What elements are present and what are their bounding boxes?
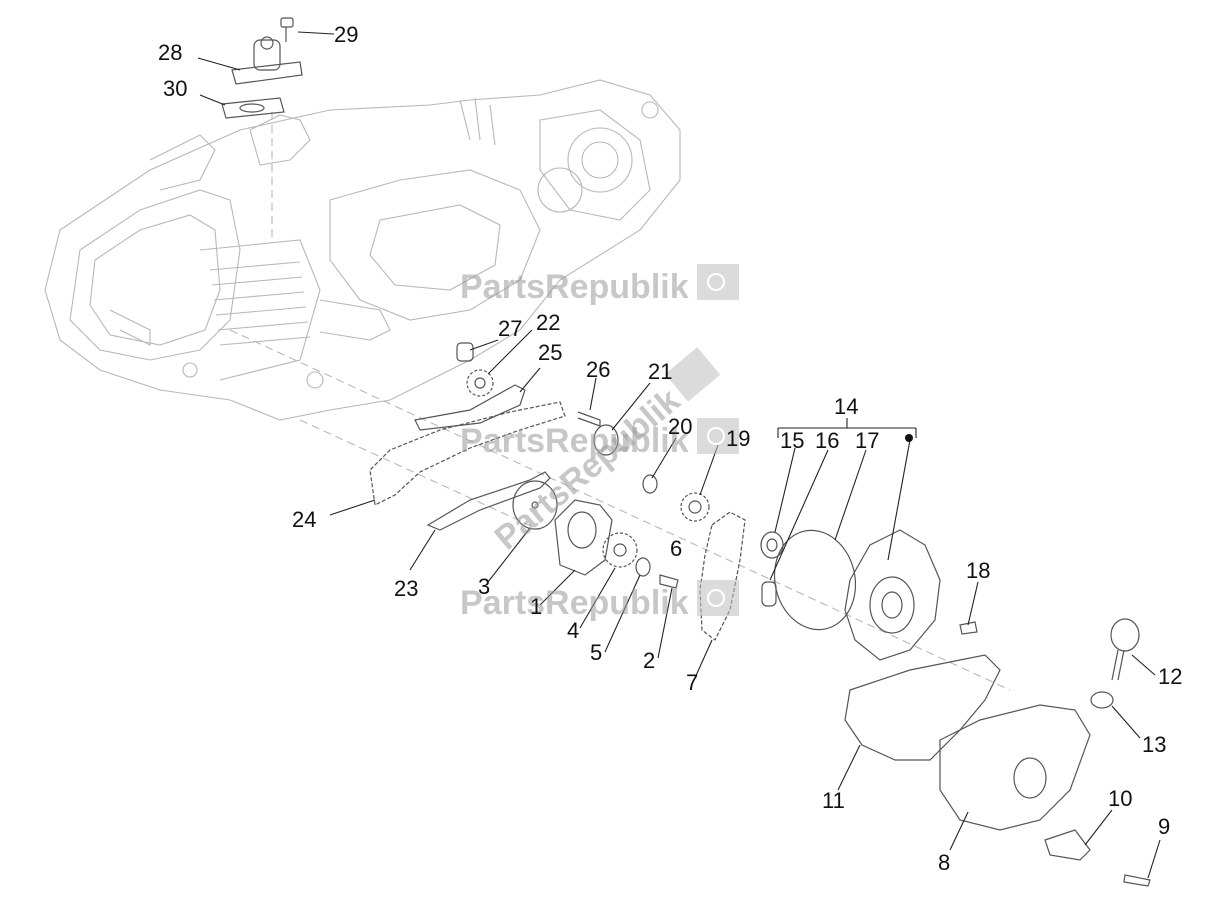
part-3-pump-plate — [512, 480, 558, 530]
watermark-4: PartsRepublik — [460, 580, 739, 622]
part-18-bolt — [959, 621, 978, 635]
callout-27: 27 — [498, 316, 522, 341]
gear-flag-icon — [697, 264, 739, 300]
part-12-dipstick — [1110, 618, 1140, 681]
watermark-text: PartsRepublik — [460, 584, 689, 622]
part-5-washer — [635, 557, 651, 577]
callout-19: 19 — [726, 426, 750, 451]
callout-10: 10 — [1108, 786, 1132, 811]
callout-26: 26 — [586, 357, 610, 382]
part-25-chain-guide-upper — [414, 384, 526, 431]
callout-29: 29 — [334, 22, 358, 47]
callout-3: 3 — [478, 574, 490, 599]
callout-12: 12 — [1158, 664, 1182, 689]
assembly-axis-lines — [229, 112, 1011, 691]
callout-14: 14 — [834, 394, 858, 419]
callout-2: 2 — [643, 648, 655, 673]
callout-30: 30 — [163, 76, 187, 101]
watermark-text: PartsRepublik — [460, 268, 689, 306]
callout-8: 8 — [938, 850, 950, 875]
part-14-pump-cover — [844, 529, 941, 661]
callout-1: 1 — [530, 594, 542, 619]
watermark-1: PartsRepublik — [460, 264, 739, 306]
callout-20: 20 — [668, 414, 692, 439]
part-19-sprocket — [680, 492, 710, 522]
part-7-pump-chain — [699, 511, 746, 641]
gear-flag-icon — [665, 347, 721, 402]
callout-17: 17 — [855, 428, 879, 453]
part-16-bushing — [761, 581, 777, 607]
gear-flag-icon — [697, 418, 739, 454]
part-22-sprocket — [466, 369, 494, 397]
callout-21: 21 — [648, 359, 672, 384]
watermark-text: PartsRepublik — [460, 422, 689, 460]
part-1-oil-pump — [554, 499, 613, 576]
part-4-pump-sprocket — [602, 532, 638, 568]
callout-23: 23 — [394, 576, 418, 601]
callout-22: 22 — [536, 310, 560, 335]
callout-4: 4 — [567, 618, 579, 643]
part-9-screw — [1123, 874, 1151, 887]
callout-15: 15 — [780, 428, 804, 453]
part-26-pin — [577, 411, 601, 427]
callout-7: 7 — [686, 670, 698, 695]
callout-25: 25 — [538, 340, 562, 365]
callout-9: 9 — [1158, 814, 1170, 839]
part-15-oil-seal — [760, 531, 784, 559]
callout-13: 13 — [1142, 732, 1166, 757]
callout-5: 5 — [590, 640, 602, 665]
part-20-circlip — [642, 474, 658, 494]
callout-28: 28 — [158, 40, 182, 65]
part-10-bracket — [1044, 829, 1091, 861]
part-6-bolt — [659, 574, 679, 589]
part-11-cover-gasket — [844, 654, 1001, 761]
part-28-chain-tensioner — [231, 36, 303, 85]
part-23-chain-guide-lower — [426, 471, 551, 531]
part-21-gear — [593, 424, 619, 456]
part-8-side-cover — [939, 704, 1091, 831]
part-13-o-ring — [1090, 691, 1114, 709]
callout-11: 11 — [822, 788, 845, 813]
callout-16: 16 — [815, 428, 839, 453]
callout-6: 6 — [670, 536, 682, 561]
engine-crankcase — [44, 79, 681, 421]
callout-labels: 28 29 30 27 22 25 26 21 20 19 14 15 16 1… — [158, 22, 1182, 875]
callout-18: 18 — [966, 558, 990, 583]
part-24-timing-chain — [369, 401, 566, 506]
part-27-bushing — [456, 342, 474, 362]
callout-24: 24 — [292, 507, 316, 532]
part-29-screw — [280, 17, 294, 42]
part-30-gasket — [221, 97, 285, 119]
gear-flag-icon — [697, 580, 739, 616]
watermark-2: PartsRepublik — [460, 418, 739, 460]
